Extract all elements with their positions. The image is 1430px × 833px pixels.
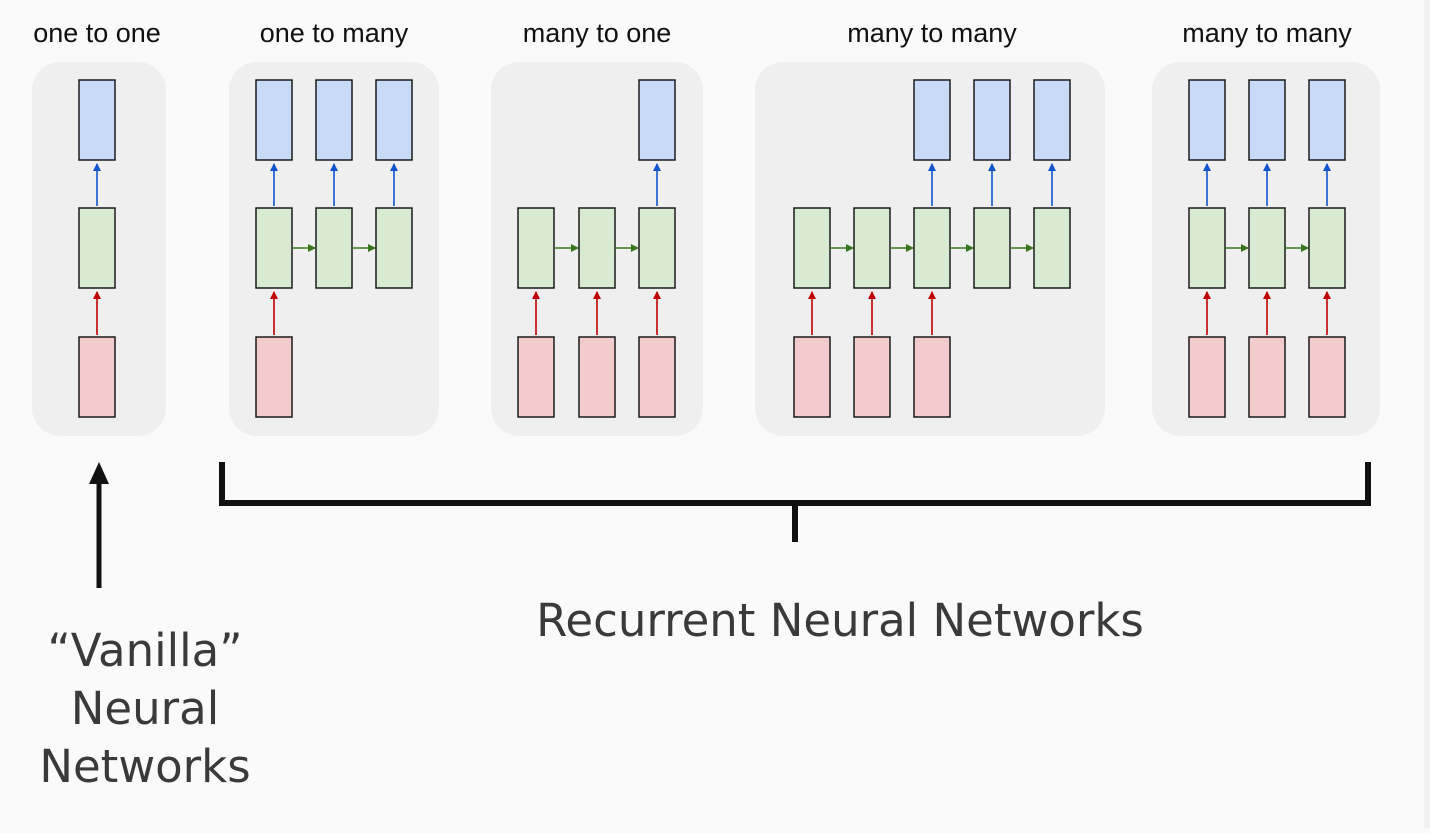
- input-box: [638, 336, 676, 418]
- hidden-box: [853, 207, 891, 289]
- output-box: [315, 79, 353, 161]
- right-edge-strip: [1424, 0, 1430, 828]
- panel-title: many to one: [523, 18, 672, 48]
- output-box: [913, 79, 951, 161]
- input-box: [1308, 336, 1346, 418]
- vanilla-label-line-3: Networks: [39, 740, 251, 793]
- hidden-box: [1308, 207, 1346, 289]
- panel-title: many to many: [1182, 18, 1352, 48]
- hidden-box: [638, 207, 676, 289]
- output-box: [973, 79, 1011, 161]
- input-box: [578, 336, 616, 418]
- input-box: [1188, 336, 1226, 418]
- input-box: [913, 336, 951, 418]
- vanilla-label-line-1: “Vanilla”: [47, 624, 243, 677]
- rnn-label: Recurrent Neural Networks: [536, 594, 1144, 647]
- input-box: [793, 336, 831, 418]
- hidden-box: [78, 207, 116, 289]
- output-box: [78, 79, 116, 161]
- panel-title: one to many: [260, 18, 409, 48]
- input-box: [853, 336, 891, 418]
- vanilla-pointer-arrow-head: [89, 462, 109, 484]
- hidden-box: [255, 207, 293, 289]
- input-box: [78, 336, 116, 418]
- output-box: [1033, 79, 1071, 161]
- hidden-box: [793, 207, 831, 289]
- hidden-box: [1248, 207, 1286, 289]
- hidden-box: [913, 207, 951, 289]
- hidden-box: [517, 207, 555, 289]
- panel-title: one to one: [33, 18, 161, 48]
- output-box: [375, 79, 413, 161]
- panel-title: many to many: [847, 18, 1017, 48]
- vanilla-label-line-2: Neural: [70, 682, 220, 735]
- output-box: [1248, 79, 1286, 161]
- hidden-box: [375, 207, 413, 289]
- hidden-box: [973, 207, 1011, 289]
- hidden-box: [315, 207, 353, 289]
- input-box: [1248, 336, 1286, 418]
- hidden-box: [1188, 207, 1226, 289]
- hidden-box: [578, 207, 616, 289]
- rnn-bracket: [219, 462, 1371, 542]
- hidden-box: [1033, 207, 1071, 289]
- input-box: [517, 336, 555, 418]
- output-box: [638, 79, 676, 161]
- vanilla-nn-label: “Vanilla” Neural Networks: [14, 622, 276, 796]
- input-box: [255, 336, 293, 418]
- output-box: [1188, 79, 1226, 161]
- output-box: [1308, 79, 1346, 161]
- output-box: [255, 79, 293, 161]
